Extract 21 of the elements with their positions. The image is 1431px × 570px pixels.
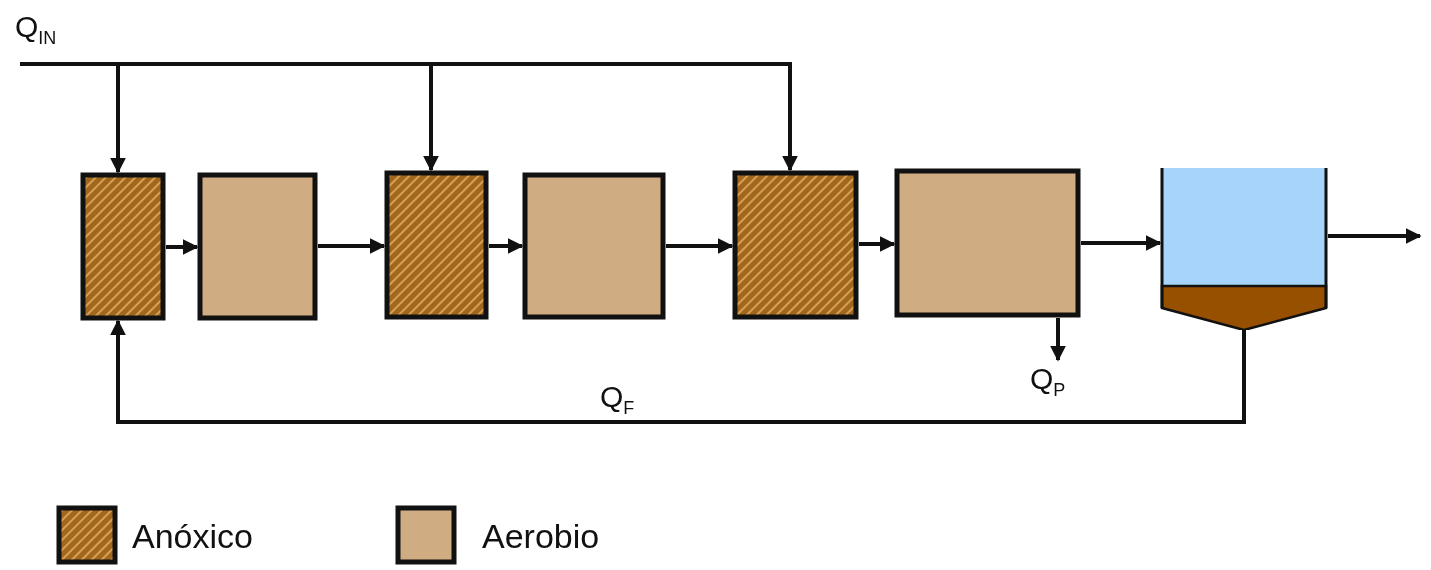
hatched-tank xyxy=(384,170,489,320)
flow-arrow xyxy=(1328,228,1422,244)
flow-arrow xyxy=(666,238,734,254)
flow-arrow xyxy=(110,319,1246,424)
flow-label: Q$_{IN}$ xyxy=(15,12,57,47)
flow-arrow xyxy=(166,239,199,255)
hatched-tank xyxy=(80,172,166,321)
legend-label: Aerobio xyxy=(482,519,600,553)
flow-arrow xyxy=(1081,235,1162,251)
clarifier-tank-drawing xyxy=(1160,168,1328,330)
flow-arrow xyxy=(318,238,386,254)
flow-arrow xyxy=(20,62,798,172)
plain-tank xyxy=(894,168,1081,318)
legend-label: Anóxico xyxy=(132,519,253,553)
flow-arrow xyxy=(859,236,896,252)
flow-arrow xyxy=(489,238,524,254)
plain-tank xyxy=(197,172,318,321)
plain-tank xyxy=(522,172,666,320)
hatched-tank xyxy=(732,170,859,320)
flow-arrow xyxy=(1050,318,1066,362)
flow-label: Q$_{P}$ xyxy=(1030,364,1066,399)
